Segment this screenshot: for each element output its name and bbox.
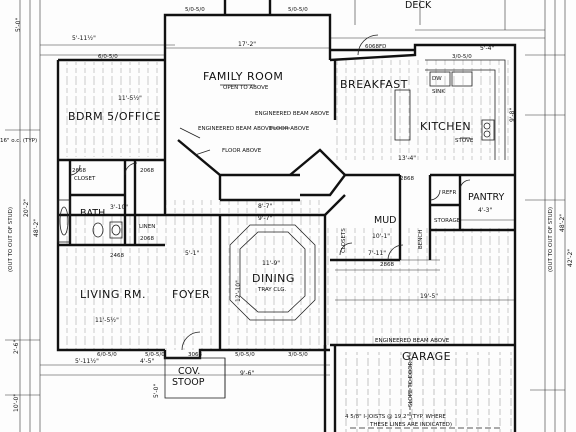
room-label-deck: DECK (405, 0, 432, 11)
callout-breakfast-door: 6068FD (365, 44, 386, 50)
dim-left-10: 10'-0" (13, 394, 20, 412)
dim-bottom-4-5: 4'-5" (140, 358, 154, 365)
note-engineered-beam-2: ENGINEERED BEAM ABOVE (198, 126, 273, 132)
note-bench: BENCH (418, 230, 424, 249)
dim-left-2-6: 2'-6" (13, 340, 20, 354)
room-label-breakfast: BREAKFAST (340, 78, 408, 91)
note-out-to-out-right: (OUT TO OUT OF STUD) (548, 207, 554, 272)
note-dw: DW (432, 76, 442, 82)
callout-family-window-right: 5/0-5/0 (288, 7, 308, 13)
dim-right-42: 42'-2" (567, 249, 574, 267)
callout-bdrm-window: 6/0-5/0 (98, 54, 118, 60)
callout-kitchen-window: 3/0-5/0 (452, 54, 472, 60)
note-out-to-out-left: (OUT TO OUT OF STUD) (8, 207, 14, 272)
dim-mud-depth: 10'-1" (372, 233, 390, 240)
callout-foyer-window-right: 3/0-5/0 (288, 352, 308, 358)
dim-dining-width: 11'-9" (262, 260, 280, 267)
window-door-callouts: 5/0-5/0 5/0-5/0 6/0-5/0 6068FD 3/0-5/0 6… (72, 7, 472, 358)
room-label-pantry: PANTRY (468, 192, 505, 203)
dim-living-width: 11'-5½" (95, 317, 119, 324)
plan-notes: OPEN TO ABOVE ENGINEERED BEAM ABOVE ENGI… (0, 76, 554, 428)
note-floor-above-2: FLOOR ABOVE (222, 148, 262, 154)
dim-dining-depth: 12'-10" (235, 280, 242, 302)
callout-bath-door: 2668 (72, 168, 86, 174)
note-sink: SINK (432, 89, 445, 95)
room-labels: DECK FAMILY ROOM BREAKFAST BDRM 5/OFFICE… (68, 0, 505, 388)
dimension-lines (5, 0, 566, 432)
dim-top-5-11: 5'-11½" (72, 35, 96, 42)
room-label-living-rm: LIVING RM. (80, 288, 146, 301)
dim-bath: 3'-10" (110, 204, 128, 211)
note-joist-2: THESE LINES ARE INDICATED) (369, 422, 452, 428)
callout-entry-door: 3068 (188, 352, 202, 358)
dim-stoop-width: 9'-6" (240, 370, 254, 377)
callout-living-window: 6/0-5/0 (97, 352, 117, 358)
note-joist-1: 4 5/8" I-JOISTS @ 19.2" (TYP. WHERE (345, 414, 446, 420)
callout-linen-door: 2068 (140, 236, 154, 242)
room-label-mud: MUD (374, 215, 396, 226)
note-stove: STOVE (455, 138, 474, 144)
joist-hatching (60, 60, 515, 432)
dimension-labels: 5'-0" 17'-2" 5'-11½" 5'-4" 11'-5½" 13'-4… (13, 18, 574, 412)
room-label-cov: COV. (178, 366, 200, 377)
room-label-foyer: FOYER (172, 288, 210, 301)
room-label-stoop: STOOP (172, 377, 205, 388)
fixtures (57, 34, 506, 429)
dim-left-20: 20'-2" (23, 199, 30, 217)
dim-garage-width: 19'-5" (420, 293, 438, 300)
dim-left-48: 48'-2" (33, 219, 40, 237)
note-refr: REFR (442, 190, 456, 196)
dim-top-17-2: 17'-2" (238, 41, 256, 48)
room-label-garage: GARAGE (402, 350, 451, 363)
dim-kitchen-width: 13'-4" (398, 155, 416, 162)
room-label-bath: BATH (80, 208, 105, 219)
dim-top-5-0: 5'-0" (15, 18, 22, 32)
dim-stoop-depth: 5'-0" (153, 384, 160, 398)
callout-closet-door: 2068 (140, 168, 154, 174)
dim-kitchen-depth: 9'-8" (509, 108, 516, 122)
dim-right-48: 48'-2" (559, 214, 566, 232)
room-label-dining: DINING (252, 272, 295, 285)
callout-mud-door: 2868 (400, 176, 414, 182)
dim-pantry: 4'-3" (478, 207, 492, 214)
dim-top-5-4: 5'-4" (480, 45, 494, 52)
dim-foyer-width: 5'-1" (185, 250, 199, 257)
note-slope-to-door: SLOPE TO DOOR (408, 361, 414, 407)
note-engineered-beam-garage: ENGINEERED BEAM ABOVE (375, 338, 450, 344)
room-label-bdrm5-office: BDRM 5/OFFICE (68, 110, 161, 123)
dim-mud-width: 7'-11" (368, 250, 386, 257)
room-label-linen: LINEN (139, 224, 155, 230)
callout-garage-door: 2868 (380, 262, 394, 268)
dim-family-w2: 9'-7" (258, 215, 272, 222)
dim-bdrm: 11'-5½" (118, 95, 142, 102)
note-closets: CLOSETS (341, 228, 347, 253)
note-typ: 16" o.c. (TYP) (0, 138, 37, 144)
room-label-closet: CLOSET (74, 176, 96, 182)
room-label-family-room: FAMILY ROOM (203, 70, 283, 83)
note-engineered-beam-1: ENGINEERED BEAM ABOVE (255, 111, 330, 117)
callout-family-window-left: 5/0-5/0 (185, 7, 205, 13)
note-floor-above-1: FLOOR ABOVE (270, 126, 310, 132)
dim-bottom-5-11: 5'-11½" (75, 358, 99, 365)
callout-dining-window: 5/0-5/0 (145, 352, 165, 358)
walls (56, 0, 517, 432)
callout-foyer-window-left: 5/0-5/0 (235, 352, 255, 358)
note-open-to-above: OPEN TO ABOVE (223, 85, 269, 91)
callout-bath-door-2: 2468 (110, 253, 124, 259)
room-label-kitchen: KITCHEN (420, 120, 471, 133)
note-tray-clg: TRAY CLG. (257, 287, 287, 293)
dim-family-depth: 8'-7" (258, 203, 272, 210)
room-label-storage: STORAGE (434, 218, 461, 224)
